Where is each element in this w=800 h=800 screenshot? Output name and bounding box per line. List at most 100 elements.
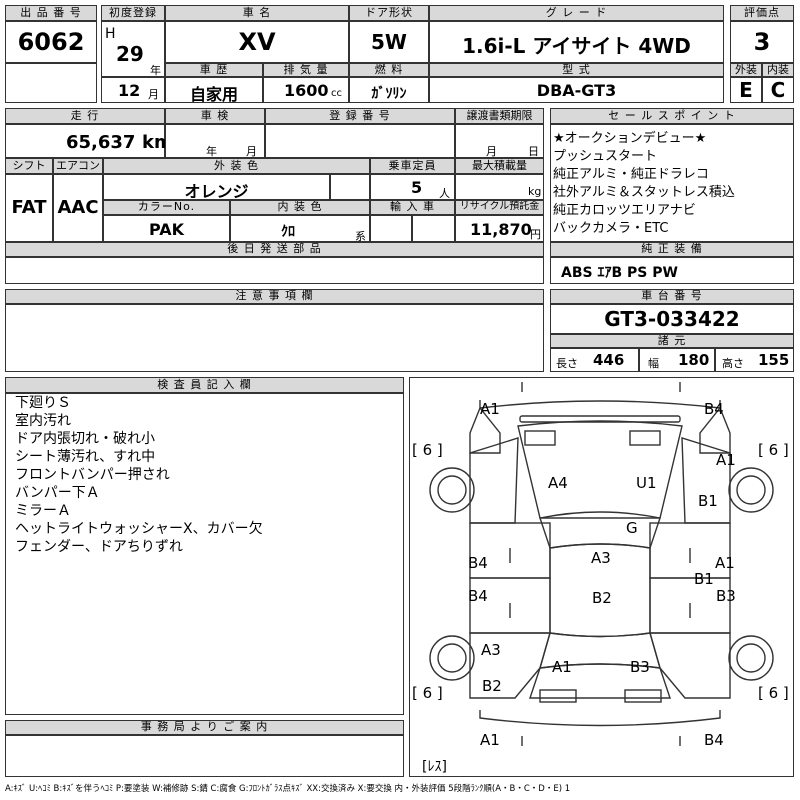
width: 180	[678, 351, 710, 369]
era: H	[105, 26, 116, 42]
grade: 1.6i-L アイサイト 4WD	[462, 34, 691, 58]
interior-grade: C	[770, 78, 786, 102]
mark-hood-left: A4	[548, 474, 568, 492]
chassis-number-box: GT3-033422	[550, 304, 794, 334]
car-name-box: XV	[165, 21, 349, 63]
capacity: 5	[411, 178, 423, 197]
dimensions-label: 諸 元	[550, 334, 794, 348]
office-notes-label: 事 務 局 よ り ご 案 内	[5, 720, 404, 735]
recycle-unit: 円	[530, 228, 541, 241]
mark-spare-tire: [ﾚｽ]	[422, 759, 447, 775]
mark-tire-rear-left: [ 6 ]	[412, 684, 443, 702]
inspector-note-4: シート薄汚れ、すれ中	[15, 449, 156, 465]
first-registration-box: H 29 年	[101, 21, 165, 77]
color-number-label: カラーNo.	[103, 200, 230, 215]
max-load-box: kg	[455, 174, 544, 200]
interior-grade-label: 内装	[762, 63, 794, 77]
mark-right-front-door-b: B1	[694, 570, 714, 588]
mark-rear-right: B3	[630, 658, 650, 676]
mark-front-left: A1	[480, 400, 500, 418]
mark-right-rear-door: B3	[716, 587, 736, 605]
transfer-day-unit: 日	[528, 145, 539, 158]
car-outline	[429, 382, 774, 746]
exterior-color-box: オレンジ	[103, 174, 330, 201]
interior-color: ｸﾛ	[281, 224, 295, 240]
sales-points-box: ★オークションデビュー★ プッシュスタート 純正アルミ・純正ドラレコ 社外アルミ…	[550, 124, 794, 242]
door-type: 5W	[371, 30, 407, 54]
fuel-label: 燃 料	[349, 63, 429, 77]
exterior-color-extra	[330, 174, 370, 200]
exterior-color: オレンジ	[184, 182, 249, 201]
inspection-month-unit: 月	[246, 145, 257, 158]
score-box: 3	[730, 21, 794, 63]
car-diagram-svg: A1 B4 [ 6 ] [ 6 ] A4 U1 A1 B1 G B4 A3 A1…	[412, 382, 789, 775]
lot-number-blank	[5, 63, 97, 103]
inspector-notes-label: 検 査 員 記 入 欄	[5, 377, 404, 393]
sales-point-5: 純正カロッツエリアナビ	[553, 203, 696, 218]
import-label: 輸 入 車	[370, 200, 455, 215]
car-name: XV	[238, 28, 276, 56]
year-unit: 年	[150, 64, 161, 77]
damage-diagram: A1 B4 [ 6 ] [ 6 ] A4 U1 A1 B1 G B4 A3 A1…	[409, 377, 794, 777]
office-notes-box	[5, 735, 404, 777]
exterior-grade-box: E	[730, 77, 762, 103]
car-name-label: 車 名	[165, 5, 349, 21]
score: 3	[753, 28, 771, 56]
mark-left-quarter-a: A3	[481, 641, 501, 659]
length-label: 長さ	[556, 357, 578, 370]
width-box: 幅 180	[639, 348, 715, 372]
width-label: 幅	[648, 357, 659, 370]
max-load-unit: kg	[528, 185, 542, 198]
mark-left-quarter-b: B2	[482, 677, 502, 695]
inspection-label: 車 検	[165, 108, 265, 124]
transfer-month-unit: 月	[486, 145, 497, 158]
height-label: 高さ	[722, 357, 744, 370]
mark-hood-right: U1	[636, 474, 657, 492]
height-box: 高さ 155	[715, 348, 794, 372]
sales-points-label: セ ー ル ス ポ イ ン ト	[550, 108, 794, 124]
mark-tire-front-right: [ 6 ]	[758, 441, 789, 459]
grade-box: 1.6i-L アイサイト 4WD	[429, 21, 724, 63]
model: DBA-GT3	[536, 81, 617, 100]
door-type-box: 5W	[349, 21, 429, 63]
inspector-note-1: 下廻りＳ	[15, 395, 71, 411]
equipment: ABS ｴｱB PS PW	[561, 265, 678, 281]
displacement: 1600	[284, 81, 329, 100]
registration-year: 29	[116, 42, 144, 66]
capacity-unit: 人	[439, 187, 450, 200]
displacement-box: 1600 cc	[263, 77, 349, 103]
sales-point-6: バックカメラ・ETC	[553, 221, 669, 236]
chassis-number: GT3-033422	[604, 307, 740, 331]
recycle-box: 11,870 円	[455, 215, 544, 242]
exterior-grade-label: 外装	[730, 63, 762, 77]
interior-color-unit: 系	[355, 230, 366, 243]
ac: AAC	[57, 197, 99, 218]
transfer-deadline-box: 月 日	[455, 124, 544, 158]
length: 446	[593, 351, 625, 369]
max-load-label: 最大積載量	[455, 158, 544, 174]
mark-left-front-door: B4	[468, 554, 488, 572]
exterior-color-label: 外 装 色	[103, 158, 370, 174]
length-box: 長さ 446	[550, 348, 639, 372]
mark-roof-rear: B2	[592, 589, 612, 607]
sales-point-2: プッシュスタート	[553, 149, 658, 164]
score-label: 評価点	[730, 5, 794, 21]
lot-number-label: 出 品 番 号	[5, 5, 97, 21]
import-box-b	[412, 215, 455, 242]
inspector-notes-box: 下廻りＳ 室内汚れ ドア内張切れ・破れ小 シート薄汚れ、すれ中 フロントバンパー…	[5, 393, 404, 715]
interior-color-label: 内 装 色	[230, 200, 370, 215]
month-unit: 月	[148, 88, 159, 101]
caution-label: 注 意 事 項 欄	[5, 289, 544, 304]
mark-rear-bumper-left: A1	[480, 731, 500, 749]
later-parts-label: 後 日 発 送 部 品	[5, 242, 544, 257]
sales-point-4: 社外アルミ＆スタットレス積込	[553, 185, 735, 200]
color-number-box: PAK	[103, 215, 230, 242]
damage-marks: A1 B4 [ 6 ] [ 6 ] A4 U1 A1 B1 G B4 A3 A1…	[412, 400, 789, 775]
capacity-box: 5 人	[370, 174, 455, 200]
exterior-grade: E	[739, 78, 753, 102]
sales-point-3: 純正アルミ・純正ドラレコ	[553, 167, 709, 182]
registration-month-box: 12 月	[101, 77, 165, 103]
lot-number-box: 6062	[5, 21, 97, 63]
registration-number-box	[265, 124, 455, 158]
mark-tire-front-left: [ 6 ]	[412, 441, 443, 459]
